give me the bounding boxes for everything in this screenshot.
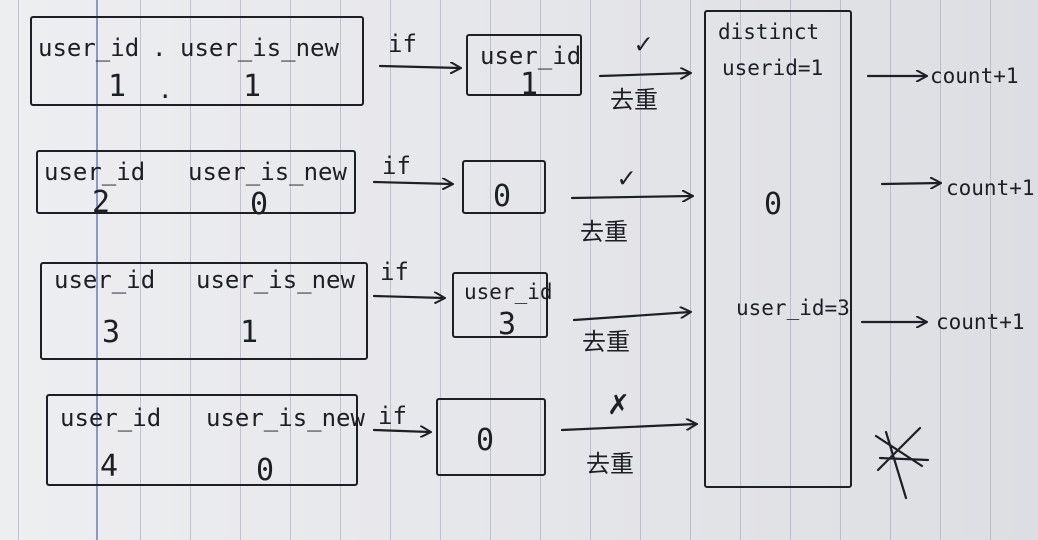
ruling-line (990, 0, 991, 540)
arrow-dedup-2 (570, 196, 692, 198)
record-3-col1-value: 3 (102, 315, 121, 350)
ruling-line (540, 0, 541, 540)
ruling-line (240, 0, 241, 540)
ruling-line (140, 0, 141, 540)
arrow-count-2 (880, 183, 940, 184)
filtered-box-1 (466, 34, 582, 96)
ruling-line (940, 0, 941, 540)
arrow-if-4 (372, 430, 430, 432)
record-1-col2-label: user_is_new (180, 34, 339, 62)
crossed-out-mark (874, 426, 930, 500)
ruling-line (790, 0, 791, 540)
arrow-dedup-3 (572, 312, 690, 322)
count-label-1: count+1 (930, 64, 1019, 88)
ruling-line (390, 0, 391, 540)
ruling-line (590, 0, 591, 540)
record-4-col1-label: user_id (60, 404, 162, 432)
distinct-entry-1: userid=1 (722, 56, 824, 80)
count-label-3: count+1 (936, 310, 1025, 334)
ruling-line (18, 0, 19, 540)
record-1-value-separator: . (158, 76, 173, 104)
record-1-col1-value: 1 (108, 69, 127, 104)
ruling-line (490, 0, 491, 540)
record-4-col2-value: 0 (256, 453, 275, 488)
record-3-col2-label: user_is_new (196, 266, 355, 294)
record-1-separator: . (152, 34, 167, 62)
ruling-line (340, 0, 341, 540)
filtered-1-label: user_id (480, 42, 582, 70)
ruling-line (840, 0, 841, 540)
record-4-col2-label: user_is_new (206, 404, 365, 432)
arrow-if-1 (378, 66, 460, 68)
record-3-col2-value: 1 (240, 315, 259, 350)
check-mark-icon: ✓ (618, 161, 635, 194)
if-label-4: if (378, 402, 407, 430)
cross-mark-icon: ✗ (608, 383, 629, 423)
dedup-label-1: 去重 (610, 86, 658, 114)
filtered-1-value: 1 (520, 67, 539, 102)
distinct-entry-3: user_id=3 (736, 296, 850, 320)
distinct-title: distinct (718, 20, 820, 44)
record-box-2 (36, 150, 356, 214)
if-label-2: if (382, 152, 411, 180)
ruling-line (740, 0, 741, 540)
record-1-col1-label: user_id (38, 34, 140, 62)
check-mark-icon: ✓ (635, 27, 652, 60)
dedup-label-2: 去重 (580, 218, 628, 246)
ruling-line (890, 0, 891, 540)
if-label-1: if (388, 30, 417, 58)
arrow-dedup-1 (598, 73, 690, 76)
ruling-line (640, 0, 641, 540)
record-1-col2-value: 1 (243, 69, 262, 104)
record-2-col2-label: user_is_new (188, 158, 347, 186)
record-2-col1-label: user_id (44, 158, 146, 186)
record-box-3 (40, 262, 368, 360)
dedup-label-3: 去重 (582, 328, 630, 356)
record-box-1 (30, 16, 364, 106)
filtered-2-value: 0 (493, 179, 512, 214)
filtered-3-value: 3 (498, 307, 517, 342)
ruling-line (290, 0, 291, 540)
record-2-col2-value: 0 (250, 187, 269, 222)
record-4-col1-value: 4 (100, 449, 119, 484)
margin-line (96, 0, 98, 540)
if-label-3: if (380, 258, 409, 286)
distinct-box (704, 10, 852, 488)
ruling-line (690, 0, 691, 540)
arrow-if-2 (372, 182, 452, 184)
arrow-if-3 (372, 296, 444, 298)
filtered-box-2 (462, 160, 546, 214)
record-3-col1-label: user_id (54, 266, 156, 294)
filtered-box-4 (436, 398, 546, 476)
record-2-col1-value: 2 (92, 185, 111, 220)
ruling-line (190, 0, 191, 540)
filtered-box-3 (452, 272, 548, 338)
filtered-3-label: user_id (464, 280, 553, 304)
ruling-line (440, 0, 441, 540)
record-box-4 (46, 394, 358, 486)
arrow-dedup-4 (560, 424, 696, 432)
distinct-entry-2: 0 (764, 187, 783, 222)
dedup-label-4: 去重 (586, 450, 634, 478)
filtered-4-value: 0 (476, 423, 495, 458)
count-label-2: count+1 (946, 176, 1035, 200)
